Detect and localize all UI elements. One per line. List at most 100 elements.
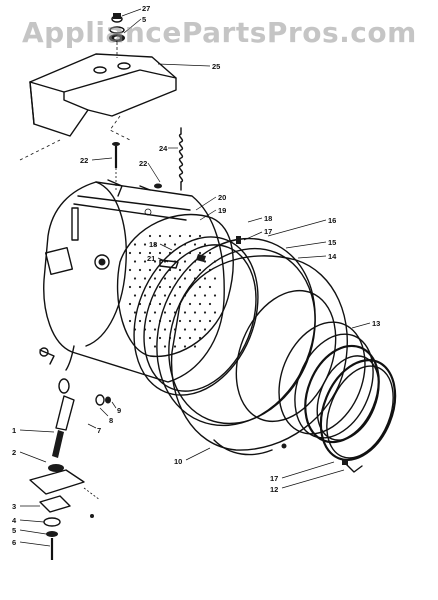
drum-perforation [173, 294, 177, 297]
watermark: AppliancePartsPros.com [22, 16, 417, 49]
callout-2: 2 [12, 448, 16, 457]
drum-perforation [158, 336, 162, 340]
drum-perforation [203, 277, 207, 280]
callout-27: 27 [142, 4, 150, 13]
drum-perforation [153, 260, 157, 263]
washer-part-5-top [109, 26, 125, 42]
drum-perforation [163, 328, 167, 331]
drum-perforation [198, 285, 202, 289]
callout-3: 3 [12, 502, 16, 511]
outer-tub [43, 179, 225, 383]
drum-perforation [183, 260, 187, 263]
drum-perforation [178, 234, 182, 238]
tub-ring-part-14 [156, 237, 316, 427]
drum-perforation [178, 336, 182, 340]
drum-perforation [153, 294, 157, 297]
drum-perforation [208, 319, 212, 323]
drum-perforation [153, 243, 157, 246]
drum-perforation [163, 345, 167, 348]
drum-perforation [213, 311, 217, 314]
leader-lines [19, 8, 371, 547]
callout-8: 8 [109, 416, 113, 425]
spring-part-24 [178, 127, 184, 191]
drum-perforation [158, 285, 162, 289]
drum-perforation [173, 243, 177, 246]
drum-perforation [183, 277, 187, 280]
drum-perforation [203, 328, 207, 331]
callout-18-upper: 18 [264, 214, 272, 223]
drum-perforation [193, 311, 197, 314]
callout-5-bottom: 5 [12, 526, 16, 535]
drum-perforation [178, 285, 182, 289]
foot-part-3 [39, 495, 71, 513]
drum-perforation [188, 319, 192, 323]
callout-25: 25 [212, 62, 220, 71]
drum-perforation [153, 345, 157, 348]
foot-nut-part-5 [46, 531, 58, 537]
foot-washer-part-4 [43, 517, 61, 527]
bolt-part-22-right [154, 183, 162, 189]
drum-perforation [198, 251, 202, 255]
callout-1: 1 [12, 426, 16, 435]
drum-perforation [173, 277, 177, 280]
drum-perforation [183, 328, 187, 331]
drum-perforation [143, 243, 147, 246]
callout-20: 20 [218, 193, 226, 202]
drum-perforation [158, 234, 162, 238]
drum-perforation [153, 277, 157, 280]
drum-perforation [158, 268, 162, 272]
drum-perforation [178, 268, 182, 272]
drum-perforation [213, 294, 217, 297]
callout-12: 12 [270, 485, 278, 494]
drum-perforation [128, 285, 132, 289]
drum-perforation [208, 302, 212, 306]
callout-5-top: 5 [142, 15, 146, 24]
drum-perforation [128, 319, 132, 323]
drum-perforation [193, 294, 197, 297]
drum-perforation [138, 251, 142, 255]
drum-perforation [193, 345, 197, 348]
drum-perforation [188, 234, 192, 238]
callout-21: 21 [147, 254, 155, 263]
drum-perforation [178, 319, 182, 323]
drum-perforation [193, 243, 197, 246]
callout-labels: 27 5 25 22 24 22 20 19 18 17 16 18 21 15… [12, 4, 380, 547]
drum-perforation [158, 302, 162, 306]
drum-perforation [143, 294, 147, 297]
drum-perforation [208, 251, 212, 255]
drum-perforation [203, 260, 207, 263]
drum-perforation [163, 277, 167, 280]
drum-perforation [163, 311, 167, 314]
drum-perforation [128, 251, 132, 255]
drum-perforation [168, 302, 172, 306]
drum-perforation [198, 336, 202, 340]
callout-13: 13 [372, 319, 380, 328]
drum-perforation [128, 268, 132, 272]
drum-perforation [138, 319, 142, 323]
drum-perforation [133, 294, 137, 297]
drum-perforation [183, 345, 187, 348]
drum-perforation [148, 251, 152, 255]
drum-perforation [168, 319, 172, 323]
drum-perforation [138, 268, 142, 272]
shock-absorber-part-1 [52, 395, 75, 458]
callout-9: 9 [117, 406, 121, 415]
drum-perforation [208, 285, 212, 289]
callout-24: 24 [159, 144, 168, 153]
clip-part-18 [196, 254, 206, 262]
drum-perforation [213, 277, 217, 280]
drum-perforation [143, 260, 147, 263]
drum-perforation [203, 294, 207, 297]
callout-22-left: 22 [80, 156, 88, 165]
drum-perforation [148, 319, 152, 323]
drum-perforation [183, 311, 187, 314]
drum-perforation [198, 268, 202, 272]
drum-perforation [168, 285, 172, 289]
callout-16: 16 [328, 216, 336, 225]
mount-part-2 [29, 464, 85, 495]
drum-perforation [163, 243, 167, 246]
drum-perforation [198, 234, 202, 238]
drum-perforation [138, 285, 142, 289]
drum-perforation [178, 251, 182, 255]
